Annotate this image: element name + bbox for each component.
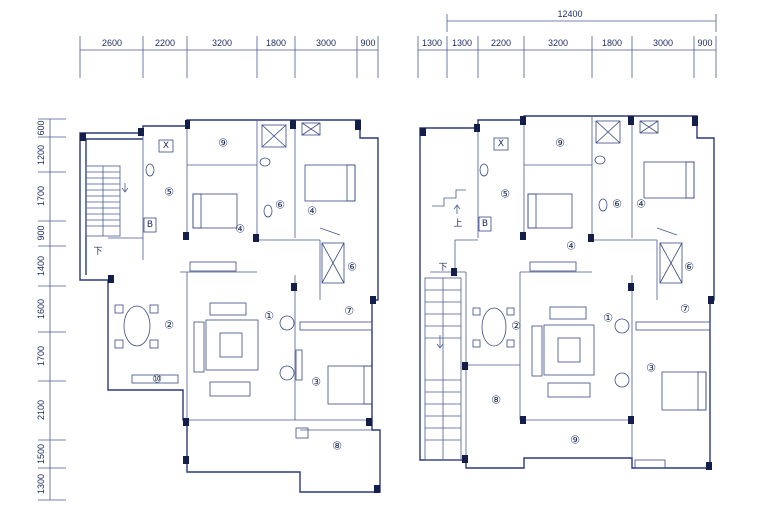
dim-left-1: 600 [36, 120, 46, 135]
room-4b-right: ④ [636, 198, 646, 211]
dim-left-3: 1700 [36, 186, 46, 206]
dim-top-right-4: 3200 [548, 38, 568, 48]
stair-left: 下 [85, 165, 129, 257]
dim-top-right-5: 1800 [602, 38, 622, 48]
dim-left-5: 1400 [36, 256, 46, 276]
room-8-left: ⑧ [332, 440, 342, 453]
left-dimension: 600 1200 1700 900 1400 1600 1700 2100 15… [36, 118, 66, 501]
dim-left-4: 900 [36, 225, 46, 240]
top-dimension-left: 2600 2200 3200 1800 3000 900 [79, 36, 379, 78]
dim-top-right-7: 900 [697, 38, 712, 48]
room-9a-right: ⑨ [555, 137, 565, 150]
stair-down-label-right: 下 [438, 263, 447, 273]
dim-left-10: 1300 [36, 474, 46, 494]
room-3-right: ③ [646, 362, 656, 375]
fixture-b-right: B [482, 219, 488, 229]
dim-left-2: 1200 [36, 145, 46, 165]
dim-top-left-5: 3000 [316, 38, 336, 48]
dim-left-6: 1600 [36, 299, 46, 319]
dim-top-right-3: 2200 [491, 38, 511, 48]
dim-top-right-2: 1300 [452, 38, 472, 48]
dim-left-8: 2100 [36, 400, 46, 420]
dim-top-left-2: 2200 [155, 38, 175, 48]
room-8-right: ⑧ [491, 394, 501, 407]
dim-left-9: 1500 [36, 444, 46, 464]
room-6b-right: ⑥ [684, 261, 694, 274]
dim-top-left-4: 1800 [266, 38, 286, 48]
room-3-left: ③ [311, 376, 321, 389]
room-7-right: ⑦ [680, 303, 690, 316]
room-2-right: ② [511, 320, 521, 333]
fixture-x-right: X [498, 139, 504, 149]
room-7-left: ⑦ [344, 305, 354, 318]
right-floor-plan: 下 上 X B [419, 115, 715, 470]
dim-top-left-6: 900 [360, 38, 375, 48]
room-9-left: ⑨ [218, 137, 228, 150]
room-4b-left: ④ [307, 205, 317, 218]
room-6a-left: ⑥ [275, 199, 285, 212]
dim-top-left-3: 3200 [212, 38, 232, 48]
room-5-right: ⑤ [500, 188, 510, 201]
room-4a-right: ④ [566, 240, 576, 253]
dim-top-right-1: 1300 [422, 38, 442, 48]
room-9b-right: ⑨ [570, 434, 580, 447]
room-1-right: ① [603, 312, 613, 325]
room-6b-left: ⑥ [347, 261, 357, 274]
room-2-left: ② [164, 319, 174, 332]
room-1-left: ① [264, 310, 274, 323]
dim-left-7: 1700 [36, 346, 46, 366]
dim-top-left-1: 2600 [102, 38, 122, 48]
room-6a-right: ⑥ [612, 198, 622, 211]
stair-up-label-right: 上 [453, 218, 462, 229]
stair-down-label-left: 下 [93, 247, 102, 257]
room-10-left: ⑩ [152, 373, 162, 386]
dim-top-right-6: 3000 [653, 38, 673, 48]
fixture-b-left: B [147, 220, 153, 230]
room-5-left: ⑤ [164, 186, 174, 199]
top-dimension-right: 12400 1300 1300 2200 3200 1800 3000 900 [417, 9, 717, 78]
stair-right: 下 上 [424, 189, 466, 461]
dim-top-overall: 12400 [557, 9, 582, 19]
left-floor-plan: 下 X B [79, 119, 381, 493]
room-4a-left: ④ [235, 223, 245, 236]
fixture-x-left: X [163, 141, 169, 151]
